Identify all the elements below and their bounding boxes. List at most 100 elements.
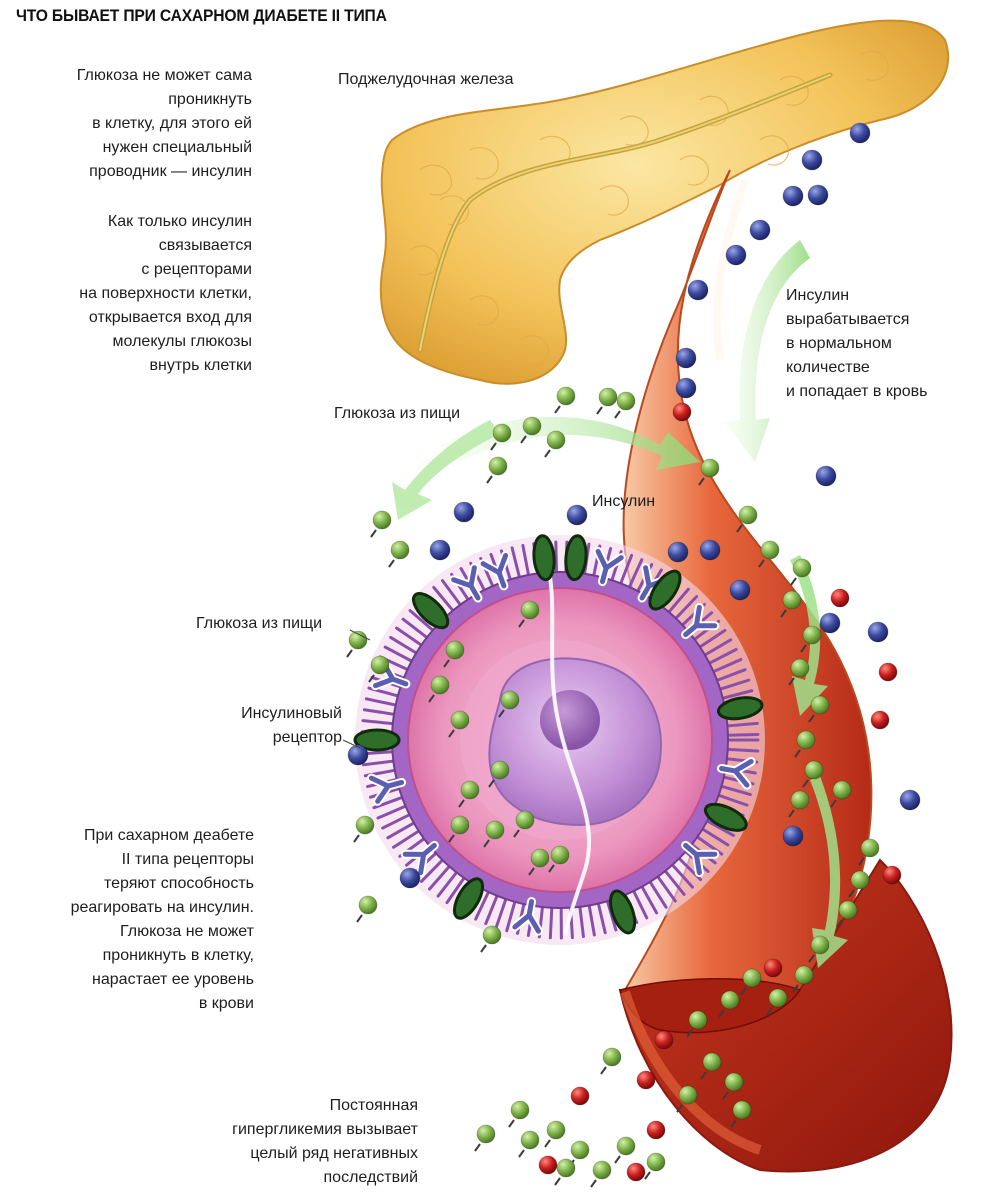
glucose-molecule-tail: [758, 559, 765, 568]
membrane-cilium: [726, 747, 760, 753]
text-line: целый ряд негативных: [250, 1145, 418, 1162]
membrane-cilium: [711, 657, 743, 674]
glucose-molecule: [490, 760, 510, 780]
glucose-molecule: [616, 1136, 636, 1156]
glucose-molecule: [492, 423, 512, 443]
text-line: открывается вход для: [88, 309, 252, 326]
membrane-cilium: [721, 689, 754, 700]
insulin-receptor: [593, 546, 626, 587]
membrane-cilium: [707, 647, 738, 665]
text-line: Глюкоза не может сама: [76, 67, 252, 84]
glucose-channel: [412, 592, 450, 630]
glucose-channel: [564, 534, 588, 582]
insulin-molecule: [453, 501, 475, 523]
glucose-molecule-tail: [554, 405, 561, 414]
text-intro: Глюкоза не может сама проникнуть в клетк…: [30, 64, 252, 184]
membrane-cilium: [408, 609, 435, 632]
insulin-receptor: [478, 550, 511, 591]
glucose-molecule-tail: [766, 1007, 773, 1016]
glucose-channel: [648, 569, 682, 611]
insulin-molecule: [867, 621, 889, 643]
page-title: ЧТО БЫВАЕТ ПРИ САХАРНОМ ДИАБЕТЕ II ТИПА: [16, 6, 387, 25]
glucose-molecule: [832, 780, 852, 800]
insulin-molecule: [729, 579, 751, 601]
glucose-molecule-tail: [448, 834, 455, 843]
text-line: связывается: [158, 237, 252, 254]
glucose-molecule-tail: [790, 577, 797, 586]
glucose-molecule: [802, 625, 822, 645]
text-line: внутрь клетки: [149, 357, 253, 374]
glucose-molecule: [702, 1052, 722, 1072]
glucose-molecule: [358, 895, 378, 915]
glucose-molecule-tail: [792, 984, 799, 993]
membrane-cilium: [715, 668, 747, 682]
glucose-molecule-tail: [718, 1009, 725, 1018]
glucose-molecule-tail: [848, 889, 855, 898]
glucose-molecule-tail: [368, 674, 375, 683]
text-line: нужен специальный: [102, 139, 252, 156]
membrane-cilium: [717, 793, 749, 807]
glucose-molecule: [742, 968, 762, 988]
glucose-molecule-tail: [600, 1066, 607, 1075]
membrane-cilium: [554, 540, 558, 574]
membrane-cilium: [372, 795, 404, 810]
membrane-cilium: [640, 885, 659, 915]
red-blood-cell: [763, 958, 783, 978]
membrane-cilium: [725, 721, 759, 728]
membrane-cilium: [494, 897, 508, 929]
text-line: на поверхности клетки,: [79, 285, 252, 302]
membrane-cilium: [401, 617, 429, 639]
membrane-cilium: [362, 708, 396, 716]
glucose-molecule: [616, 391, 636, 411]
insulin-receptor: [717, 757, 756, 790]
glucose-molecule: [370, 655, 390, 675]
glucose-molecule-tail: [614, 1155, 621, 1164]
text-line: проникнуть в клетку,: [102, 947, 254, 964]
insulin-molecule: [667, 541, 689, 563]
insulin-molecule: [399, 867, 421, 889]
glucose-molecule: [546, 1120, 566, 1140]
red-blood-cell: [538, 1155, 558, 1175]
glucose-channel: [716, 696, 764, 721]
cell: [353, 534, 765, 945]
glucose-molecule-tail: [700, 1071, 707, 1080]
glucose-molecule-tail: [370, 529, 377, 538]
red-blood-cell: [646, 1120, 666, 1140]
glucose-molecule: [720, 990, 740, 1010]
glucose-molecule-tail: [830, 799, 837, 808]
membrane-cilium: [362, 759, 395, 767]
text-line: нарастает ее уровень: [92, 971, 254, 988]
text-insulin-output: Инсулин вырабатывается в нормальном коли…: [786, 284, 986, 404]
membrane-cilium: [726, 732, 760, 737]
glucose-molecule-tail: [836, 919, 843, 928]
glucose-molecule: [860, 838, 880, 858]
membrane-cilium: [436, 870, 459, 898]
membrane-cilium: [718, 678, 751, 691]
insulin-receptor: [400, 840, 439, 878]
insulin-molecule: [782, 185, 804, 207]
glucose-molecule-tail: [548, 864, 555, 873]
glucose-molecule: [700, 458, 720, 478]
red-blood-cell: [870, 710, 890, 730]
insulin-molecule: [807, 184, 829, 206]
membrane-cilium: [376, 804, 408, 820]
text-binding: Как только инсулин связывается с рецепто…: [30, 210, 252, 378]
text-line: Глюкоза не может: [120, 923, 254, 940]
text-hyperglycemia: Постоянная гипергликемия вызывает целый …: [168, 1094, 418, 1190]
red-blood-cell: [882, 865, 902, 885]
membrane-cilium: [445, 876, 466, 905]
glucose-channel: [609, 889, 637, 935]
glucose-molecule-tail: [808, 954, 815, 963]
glucose-molecule: [520, 1130, 540, 1150]
membrane-cilium: [521, 544, 531, 577]
membrane-cilium: [656, 875, 677, 903]
insulin-molecule: [429, 539, 451, 561]
text-line: гипергликемия вызывает: [232, 1121, 418, 1138]
insulin-molecule: [819, 612, 841, 634]
label-pancreas: Поджелудочная железа: [338, 71, 514, 88]
glucose-molecule: [850, 870, 870, 890]
glucose-molecule-tail: [498, 709, 505, 718]
glucose-channel: [703, 802, 748, 832]
text-line: II типа рецепторы: [121, 851, 254, 868]
receptor-line: Инсулиновый: [241, 705, 342, 722]
